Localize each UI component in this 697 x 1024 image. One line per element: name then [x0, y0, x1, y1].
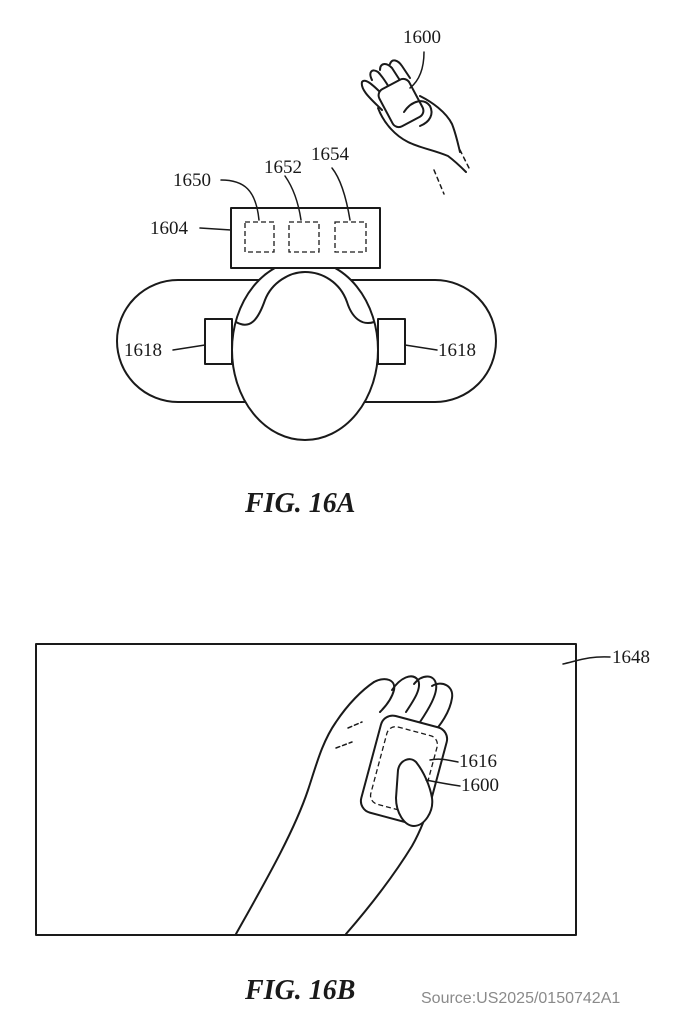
label-1618-left: 1618 [124, 340, 162, 361]
hand-with-device-b [235, 675, 454, 935]
leader-1600-a [409, 51, 425, 89]
label-1618-right: 1618 [438, 340, 476, 361]
view-frame [35, 643, 577, 936]
display-unit [230, 207, 381, 269]
label-1650: 1650 [173, 170, 211, 191]
leader-1618-right [404, 344, 438, 351]
head-contour [235, 271, 375, 326]
sensor-right [377, 318, 406, 365]
fig-16a: 1600 1650 1652 1654 1604 1618 1618 FIG. … [116, 27, 497, 519]
leader-1618-left [172, 344, 206, 351]
label-1654: 1654 [311, 144, 350, 165]
leader-1654 [331, 167, 351, 221]
label-1600-b: 1600 [461, 775, 499, 796]
leader-1616 [429, 758, 459, 763]
label-1600-a: 1600 [403, 27, 441, 48]
source-watermark: Source:US2025/0150742A1 [421, 990, 620, 1007]
label-1616: 1616 [459, 751, 497, 772]
label-1652: 1652 [264, 157, 302, 178]
fig-16b: 1648 1616 1600 FIG. 16B [35, 643, 650, 1006]
device-outline-1616 [369, 726, 439, 814]
leader-1600-b [425, 779, 461, 787]
user-head [231, 259, 379, 441]
leader-1604 [199, 227, 232, 231]
device-1600-a [377, 77, 425, 129]
label-1648: 1648 [612, 647, 650, 668]
caption-fig-16a: FIG. 16A [244, 488, 355, 519]
leader-1648 [562, 656, 611, 665]
sensor-left [204, 318, 233, 365]
component-1654 [334, 221, 367, 253]
leader-1650 [220, 179, 260, 221]
caption-fig-16b: FIG. 16B [244, 975, 355, 1006]
label-1604: 1604 [150, 218, 189, 239]
leader-1652 [284, 175, 302, 221]
component-1652 [288, 221, 320, 253]
head-band [116, 279, 497, 403]
component-1650 [244, 221, 275, 253]
hand-with-device-a [360, 59, 471, 195]
